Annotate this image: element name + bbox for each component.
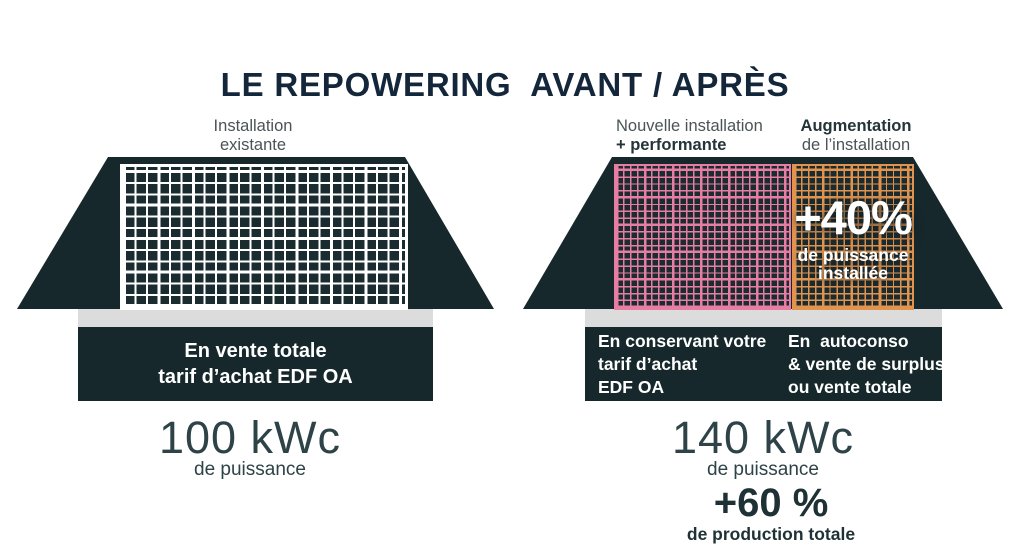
after-house-wall [585, 309, 942, 327]
after-power-increase-caption: de puissance installée [797, 245, 909, 284]
after-new-installation-line1: Nouvelle installation [616, 117, 763, 135]
after-production-increase-caption: de production totale [686, 524, 856, 544]
after-new-installation-label: Nouvelle installation + performante [616, 117, 763, 155]
before-power-value: 100 kWc [158, 412, 342, 463]
before-house-wall [78, 309, 433, 327]
after-info-box: En conservant votre tarif d’achat EDF OA… [585, 327, 945, 401]
before-solar-panels-grid [120, 164, 408, 310]
before-installation-label: Installation existante [213, 117, 293, 154]
after-added-panels-grid [792, 164, 914, 310]
after-augmentation-line1: Augmentation [800, 117, 912, 135]
after-production-increase-value: +60 % [713, 481, 829, 525]
before-info-text: En vente totale tarif d’achat EDF OA [158, 339, 353, 388]
page-title: LE REPOWERING AVANT / APRÈS [220, 66, 790, 104]
after-new-installation-line2: + performante [616, 135, 727, 154]
after-power-value: 140 kWc [671, 412, 855, 463]
after-info-text-right: En autoconso & vente de surplus ou vente… [788, 330, 945, 397]
after-augmentation-line2: de l’installation [801, 135, 911, 154]
after-power-caption: de puissance [707, 459, 819, 480]
before-power-caption: de puissance [194, 459, 306, 480]
after-info-text-left: En conservant votre tarif d’achat EDF OA [598, 330, 767, 397]
before-info-box: En vente totale tarif d’achat EDF OA [78, 327, 433, 401]
after-power-increase-value: +40% [794, 191, 913, 244]
after-new-panels-grid [614, 164, 791, 310]
after-augmentation-label: Augmentation de l’installation [801, 117, 912, 155]
